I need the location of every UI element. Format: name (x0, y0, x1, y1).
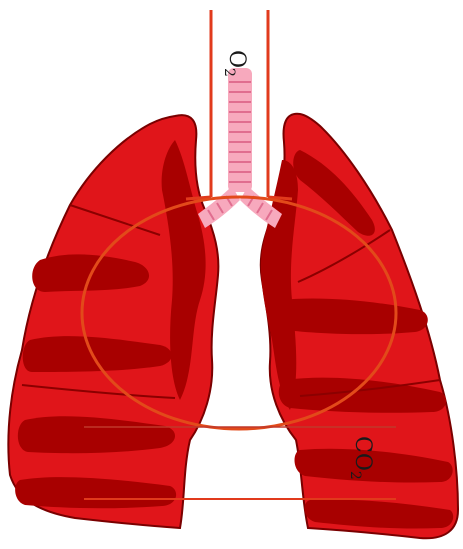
co2-label-subscript: 2 (347, 471, 363, 480)
co2-label-base: CO (350, 436, 375, 471)
left-lung (8, 115, 218, 528)
o2-label-base: O (224, 50, 249, 68)
trachea-tube (228, 68, 252, 192)
o2-label-subscript: 2 (221, 68, 237, 77)
